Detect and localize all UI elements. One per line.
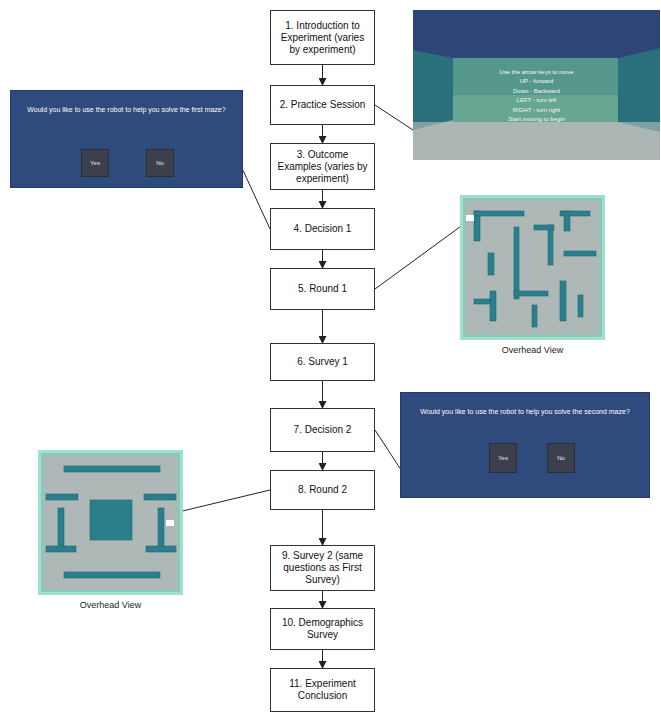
leader-line [183, 490, 270, 511]
process-box: 6. Survey 1 [270, 343, 375, 381]
maze-overhead-view: Overhead View [38, 450, 183, 630]
node-text: 9. Survey 2 (same questions as First Sur… [275, 550, 370, 586]
node-text: Start moving to begin [508, 115, 565, 124]
button-label: No [156, 160, 164, 166]
flow-arrow [322, 250, 323, 268]
button-label: Yes [90, 160, 100, 166]
leader-line [375, 105, 413, 130]
node-text: UP - forward [520, 77, 554, 86]
process-box: 1. Introduction to Experiment (varies by… [270, 10, 375, 65]
dialog-button: No [146, 149, 174, 177]
node-text: 7. Decision 2 [294, 424, 352, 436]
dialog-button: Yes [81, 149, 109, 177]
node-text: 3. Outcome Examples (varies by experimen… [275, 149, 370, 185]
dialog-screenshot: Would you like to use the robot to help … [10, 90, 243, 188]
process-box: 5. Round 1 [270, 268, 375, 310]
dialog-button: Yes [489, 443, 517, 473]
flow-arrow [322, 381, 323, 408]
flow-arrow [322, 65, 323, 85]
leader-line [375, 227, 460, 289]
maze-overhead-view: Overhead View [460, 195, 605, 375]
node-text: Use the arrow keys to move [499, 68, 573, 77]
flow-arrow [322, 510, 323, 545]
maze-drawing [38, 450, 183, 595]
flow-arrow [322, 452, 323, 470]
leader-line [375, 430, 400, 468]
node-text: 1. Introduction to Experiment (varies by… [275, 20, 370, 56]
flow-arrow [322, 125, 323, 143]
node-text: Would you like to use the robot to help … [17, 105, 236, 114]
dialog-button: No [547, 443, 575, 473]
image-caption: Overhead View [38, 600, 183, 611]
leader-line [243, 170, 270, 229]
node-text: RIGHT - turn right [513, 106, 561, 115]
node-text: 8. Round 2 [298, 484, 347, 496]
flow-arrow [322, 190, 323, 208]
image-caption: Overhead View [460, 345, 605, 356]
process-box: 4. Decision 1 [270, 208, 375, 250]
node-text: 11. Experiment Conclusion [275, 678, 370, 702]
screenshot-panel: Use the arrow keys to moveUP - forwardDo… [413, 10, 660, 160]
node-text: Would you like to use the robot to help … [407, 407, 643, 416]
node-text: 6. Survey 1 [297, 356, 348, 368]
process-box: 8. Round 2 [270, 470, 375, 510]
process-box: 11. Experiment Conclusion [270, 668, 375, 712]
game-view-drawing [413, 10, 660, 160]
process-box: 10. Demographics Survey [270, 608, 375, 650]
process-box: 2. Practice Session [270, 85, 375, 125]
node-text: Down - Backward [513, 87, 560, 96]
node-text: 2. Practice Session [280, 99, 366, 111]
node-text: 10. Demographics Survey [275, 617, 370, 641]
flow-arrow [322, 310, 323, 343]
dialog-screenshot: Would you like to use the robot to help … [400, 392, 650, 498]
process-box: 3. Outcome Examples (varies by experimen… [270, 143, 375, 190]
node-text: 4. Decision 1 [294, 223, 352, 235]
instruction-lines: Use the arrow keys to moveUP - forwardDo… [413, 68, 660, 124]
node-text: LEFT - turn left [517, 96, 557, 105]
button-label: Yes [498, 455, 508, 461]
button-label: No [557, 455, 565, 461]
maze-drawing [460, 195, 605, 340]
flow-arrow [322, 650, 323, 668]
node-text: 5. Round 1 [298, 283, 347, 295]
process-box: 7. Decision 2 [270, 408, 375, 452]
process-box: 9. Survey 2 (same questions as First Sur… [270, 545, 375, 591]
flow-arrow [322, 591, 323, 608]
